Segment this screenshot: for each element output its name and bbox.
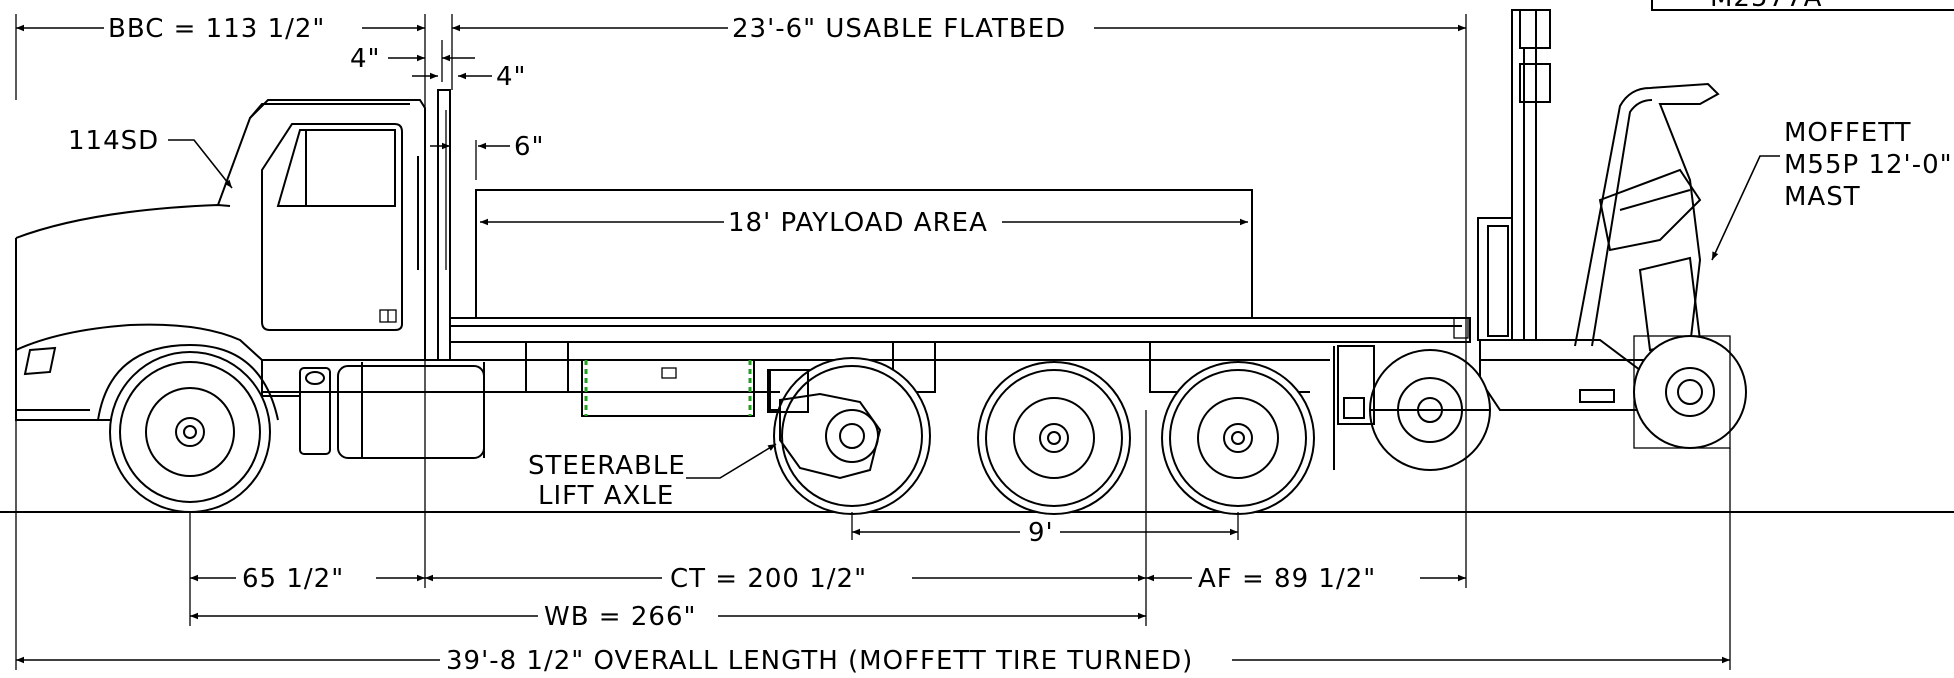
ct-label: CT = 200 1/2" xyxy=(670,564,867,594)
lift-axle-label-line2: LIFT AXLE xyxy=(538,481,674,511)
gap-4-right-label: 4" xyxy=(496,62,527,92)
axle-spacing-label: 9' xyxy=(1028,518,1054,548)
truck-cab xyxy=(15,89,485,459)
mast-label-line1: MOFFETT xyxy=(1784,118,1912,148)
overall-length-label: 39'-8 1/2" OVERALL LENGTH (MOFFETT TIRE … xyxy=(446,646,1193,676)
mast-label-line3: MAST xyxy=(1784,182,1861,212)
front-wheel xyxy=(109,351,271,513)
middle-drive-wheel xyxy=(977,361,1131,515)
front-to-cab-label: 65 1/2" xyxy=(242,564,344,594)
lift-axle-wheel xyxy=(767,357,931,515)
moffett-forklift xyxy=(1333,9,1747,471)
leader-lines xyxy=(168,139,1780,479)
dimension-labels: BBC = 113 1/2" 23'-6" USABLE FLATBED 4" … xyxy=(68,14,1953,676)
mast-label-line2: M55P 12'-0" xyxy=(1784,150,1953,180)
title-block: M2577A xyxy=(1651,0,1954,13)
flatbed xyxy=(262,189,1471,417)
gap-4-left-label: 4" xyxy=(350,44,381,74)
cab-model-label: 114SD xyxy=(68,126,159,156)
af-label: AF = 89 1/2" xyxy=(1198,564,1376,594)
dimension-lines xyxy=(15,14,1731,670)
lift-axle-label-line1: STEERABLE xyxy=(528,451,686,481)
gap-6-label: 6" xyxy=(514,132,545,162)
usable-flatbed-label: 23'-6" USABLE FLATBED xyxy=(732,14,1066,44)
bbc-label: BBC = 113 1/2" xyxy=(108,14,325,44)
payload-area-label: 18' PAYLOAD AREA xyxy=(728,208,988,238)
rear-drive-wheel xyxy=(1161,361,1315,515)
title-block-code: M2577A xyxy=(1710,0,1822,13)
wb-label: WB = 266" xyxy=(544,602,696,632)
